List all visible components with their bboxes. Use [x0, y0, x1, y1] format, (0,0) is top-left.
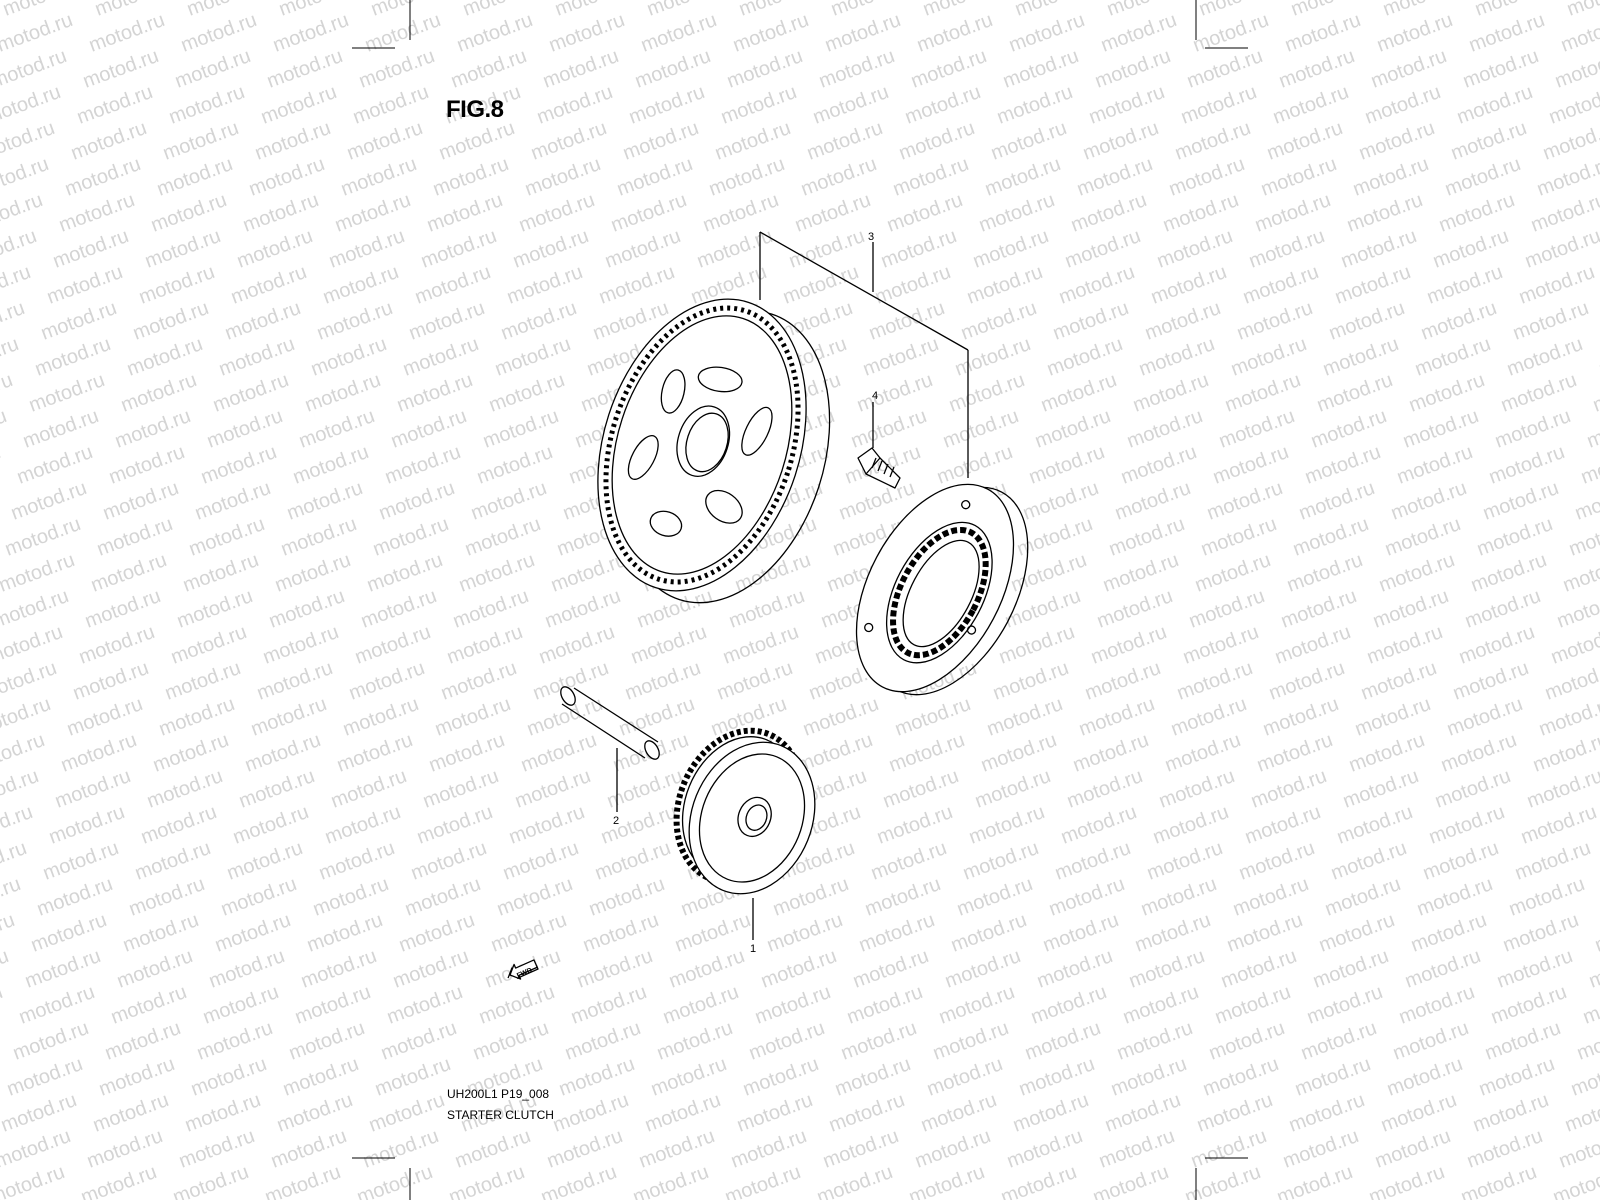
- bolt: [857, 402, 901, 489]
- callout-3: 3: [868, 231, 875, 243]
- one-way-clutch: [855, 483, 1029, 696]
- fwd-arrow-icon: [507, 959, 539, 980]
- figure-title: FIG.8: [446, 96, 504, 123]
- crop-marks: [352, 0, 1248, 1200]
- drawing-code: UH200L1 P19_008: [447, 1087, 550, 1101]
- figure-caption: STARTER CLUTCH: [447, 1108, 554, 1122]
- shaft: [560, 686, 660, 812]
- large-gear: [597, 298, 831, 604]
- idle-gear: [673, 727, 816, 895]
- callout-bracket-3: [759, 231, 969, 478]
- callout-4: 4: [872, 390, 879, 402]
- callout-1: 1: [750, 943, 757, 955]
- callout-2: 2: [613, 815, 620, 827]
